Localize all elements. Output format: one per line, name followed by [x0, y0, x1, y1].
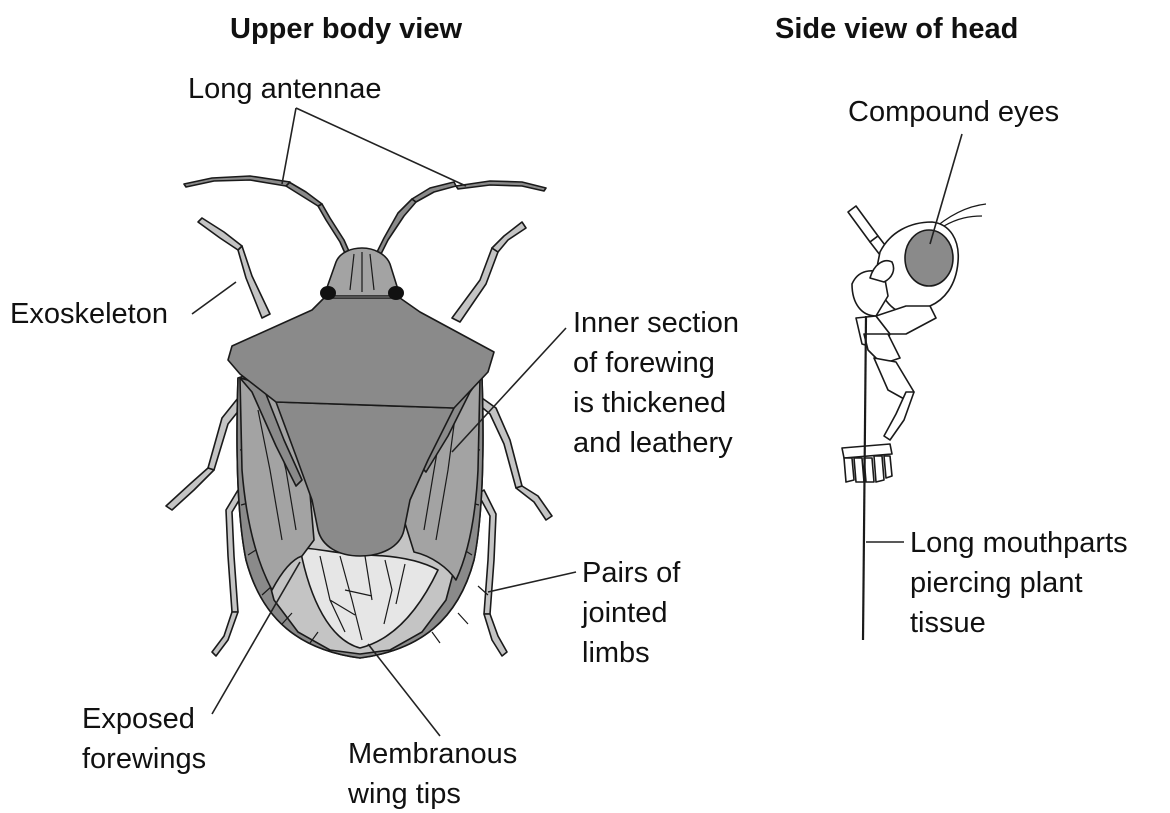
compound-eye — [905, 230, 953, 286]
label-jointed-limbs-1: Pairs of — [582, 557, 681, 589]
label-compound-eyes: Compound eyes — [848, 96, 1059, 128]
label-exposed-forewings-1: Exposed — [82, 703, 195, 735]
label-exoskeleton: Exoskeleton — [10, 298, 168, 330]
label-jointed-limbs-3: limbs — [582, 637, 650, 669]
left-eye — [320, 286, 336, 300]
label-long-antennae: Long antennae — [188, 73, 382, 105]
label-mouthparts-1: Long mouthparts — [910, 527, 1128, 559]
exoskeleton-leader — [192, 282, 236, 314]
shield-bug-illustration — [166, 176, 552, 658]
label-exposed-forewings-2: forewings — [82, 743, 206, 775]
long-mouthparts — [863, 316, 866, 640]
label-jointed-limbs-2: jointed — [581, 597, 667, 629]
label-mouthparts-2: piercing plant — [910, 567, 1083, 599]
right-eye — [388, 286, 404, 300]
side-foot — [842, 444, 892, 482]
side-view-title: Side view of head — [775, 13, 1018, 45]
label-membranous-1: Membranous — [348, 738, 517, 770]
label-inner-forewing-1: Inner section — [573, 307, 739, 339]
membranous-leader — [368, 644, 440, 736]
label-membranous-2: wing tips — [347, 778, 461, 810]
label-inner-forewing-2: of forewing — [573, 347, 715, 379]
label-inner-forewing-4: and leathery — [573, 427, 733, 459]
jointed-limbs-leader — [488, 572, 576, 592]
antennae-leader — [282, 108, 466, 186]
upper-body-view-title: Upper body view — [230, 13, 462, 45]
label-mouthparts-3: tissue — [910, 607, 986, 639]
label-inner-forewing-3: is thickened — [573, 387, 726, 419]
